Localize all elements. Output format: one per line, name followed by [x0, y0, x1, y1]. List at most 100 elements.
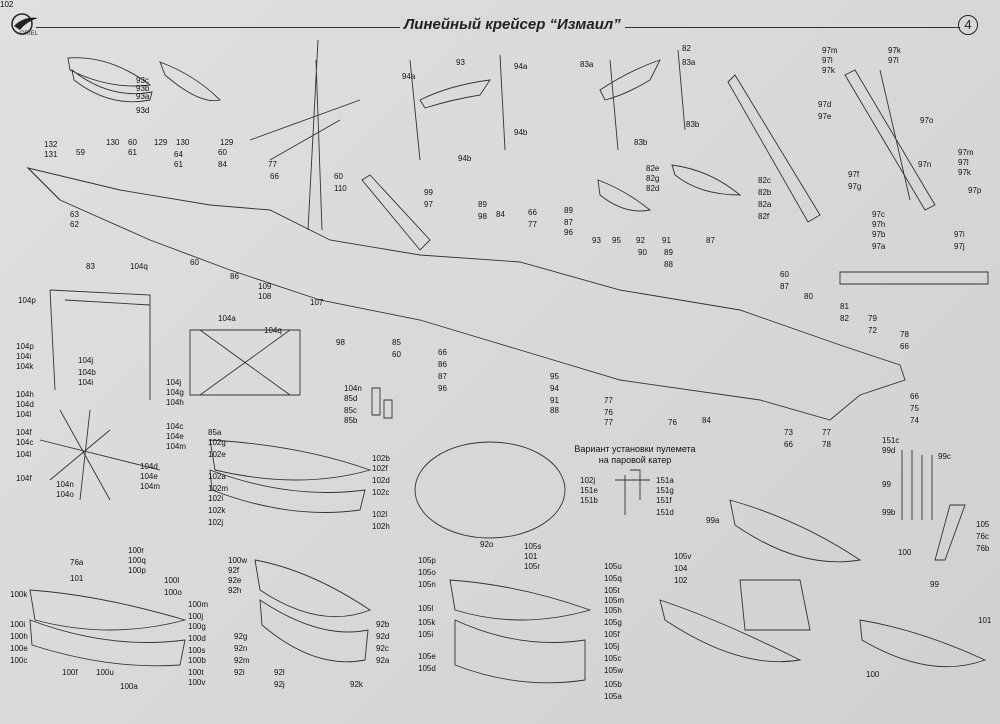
part-label: 99a [706, 516, 720, 525]
part-label: 60 [780, 270, 789, 279]
frame-104-center [739, 579, 811, 631]
part-label: 104j [166, 378, 182, 387]
part-label: 105l [418, 604, 434, 613]
part-label: 107 [310, 298, 324, 307]
part-label: 83a [580, 60, 594, 69]
part-label: 76b [976, 544, 990, 553]
part-label: 85b [344, 416, 358, 425]
part-label: 104n [344, 384, 362, 393]
part-label: 97k [958, 168, 971, 177]
part-label: 100l [164, 576, 180, 585]
part-label: 60 [334, 172, 343, 181]
part-label: 92o [480, 540, 494, 549]
part-label: 100s [188, 646, 206, 655]
boat-83 [599, 49, 686, 151]
part-label: 77 [528, 220, 537, 229]
part-label: 63 [70, 210, 79, 219]
part-label: 104f [16, 428, 32, 437]
part-label: 100o [164, 588, 182, 597]
part-label: 60 [218, 148, 227, 157]
part-label: 151f [656, 496, 672, 505]
part-label: 100p [128, 566, 146, 575]
part-label: 91 [662, 236, 671, 245]
part-label: 98 [336, 338, 345, 347]
part-label: 97i [954, 230, 965, 239]
part-label: 109 [258, 282, 272, 291]
part-label: 60 [128, 138, 137, 147]
part-label: 104g [166, 388, 184, 397]
part-label: 104a [218, 314, 236, 323]
part-label: 151g [656, 486, 674, 495]
part-label: 105e [418, 652, 436, 661]
part-label: 97k [888, 46, 901, 55]
part-label: 104h [16, 390, 34, 399]
part-label: 97 [424, 200, 433, 209]
part-label: 66 [270, 172, 279, 181]
part-label: 78 [900, 330, 909, 339]
ladder-76 [934, 504, 966, 561]
part-label: 66 [528, 208, 537, 217]
part-label: 130 [106, 138, 120, 147]
boat-102 [209, 439, 372, 513]
part-label: 105c [604, 654, 622, 663]
part-label: 102b [372, 454, 390, 463]
part-label: 62 [70, 220, 79, 229]
part-label: 97f [848, 170, 860, 179]
part-label: 104i [16, 352, 32, 361]
part-label: 97l [888, 56, 899, 65]
part-label: 105 [976, 520, 990, 529]
part-label: 97j [954, 242, 965, 251]
part-label: 100f [62, 668, 78, 677]
part-label: 104c [166, 422, 184, 431]
part-label: 83a [682, 58, 696, 67]
part-label: 100g [188, 622, 206, 631]
part-label: 92g [234, 632, 248, 641]
part-label: 97g [848, 182, 862, 191]
boat-100-left [659, 599, 802, 663]
part-label: 104e [166, 432, 184, 441]
pillar-99 [901, 450, 933, 520]
part-label: 77 [604, 418, 613, 427]
part-label: 97a [872, 242, 886, 251]
part-label: 104 [674, 564, 688, 573]
note-line2: на паровой катер [598, 455, 672, 465]
part-label: 76c [976, 532, 989, 541]
part-label: 105i [418, 630, 434, 639]
part-label: 88 [664, 260, 673, 269]
part-label: 100 [898, 548, 912, 557]
part-label: 93a [136, 92, 150, 101]
boat-82 [597, 164, 742, 212]
page-number: 4 [958, 15, 978, 35]
part-label: 95 [550, 372, 559, 381]
part-label: 102j [208, 518, 224, 527]
crane-left [361, 174, 431, 251]
part-label: 87 [438, 372, 447, 381]
part-label: 96 [564, 228, 573, 237]
part-label: 85c [344, 406, 357, 415]
part-label: 97h [872, 220, 886, 229]
part-label: 104l [16, 450, 32, 459]
part-label: 100h [10, 632, 28, 641]
part-label: 105q [604, 574, 622, 583]
part-label: 100k [10, 590, 28, 599]
bitt-85 [371, 387, 393, 419]
mount-151 [615, 469, 650, 515]
boat-105-right [729, 499, 862, 563]
part-label: 92j [274, 680, 285, 689]
part-label: 87 [706, 236, 715, 245]
part-label: 93c [136, 76, 149, 85]
part-label: 93b [136, 84, 150, 93]
part-label: 151b [580, 496, 598, 505]
deck-outline [26, 167, 906, 421]
part-label: 89 [564, 206, 573, 215]
part-label: 92k [350, 680, 363, 689]
part-label: 100b [188, 656, 206, 665]
part-label: 132 [44, 140, 58, 149]
part-label: 104b [78, 368, 96, 377]
part-label: 105f [604, 630, 620, 639]
part-label: 96 [438, 384, 447, 393]
part-label: 100c [10, 656, 28, 665]
part-label: 99 [930, 580, 939, 589]
